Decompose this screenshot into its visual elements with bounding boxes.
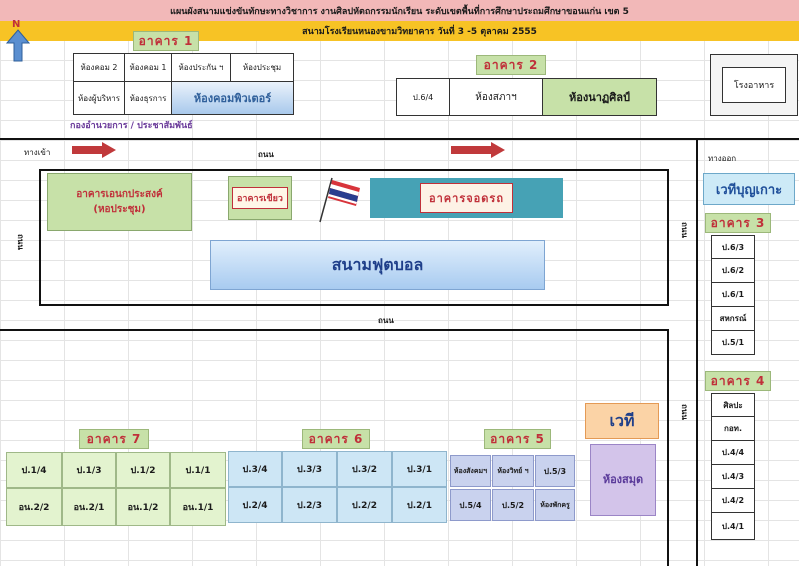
canteen-box: โรงอาหาร — [710, 54, 798, 116]
room-p5-2: ป.5/2 — [492, 489, 534, 521]
north-arrow-icon — [6, 29, 30, 62]
room-p6-2: ป.6/2 — [711, 258, 755, 283]
building-3-tag: อาคาร 3 — [705, 213, 771, 233]
room-k2-1: อน.2/1 — [62, 488, 116, 526]
room-computer-1: ห้องคอม 1 — [124, 53, 172, 82]
football-field: สนามฟุตบอล — [210, 240, 545, 290]
room-k2-2: อน.2/2 — [6, 488, 62, 526]
building-2-tag: อาคาร 2 — [476, 55, 546, 75]
road-line-right — [696, 138, 698, 566]
lower-area-right-border — [667, 329, 669, 566]
room-p6-3: ป.6/3 — [711, 235, 755, 259]
building-1: ห้องคอม 2 ห้องคอม 1 ห้องประกัน ฯ ห้องประ… — [73, 53, 294, 115]
building-2: ป.6/4 ห้องสภาฯ ห้องนาฏศิลป์ — [396, 78, 657, 116]
room-p2-3: ป.2/3 — [282, 487, 337, 523]
room-admin: ห้องธุรการ — [124, 81, 172, 115]
road-label-right-1: ถนน — [680, 222, 689, 238]
room-p6-1: ป.6/1 — [711, 282, 755, 307]
room-p3-3: ป.3/3 — [282, 451, 337, 487]
room-k1-1: อน.1/1 — [170, 488, 226, 526]
entrance-label: ทางเข้า — [24, 148, 51, 157]
room-p3-4: ป.3/4 — [228, 451, 282, 487]
room-p1-1: ป.1/1 — [170, 452, 226, 488]
multipurpose-hall: อาคารเอนกประสงค์ (หอประชุม) — [47, 173, 192, 231]
road-label-left: ถนน — [16, 234, 25, 250]
road-arrow-icon — [451, 142, 505, 158]
building-5-tag: อาคาร 5 — [484, 429, 551, 449]
thai-flag-icon — [319, 177, 360, 223]
title-line-2: สนามโรงเรียนหนองขามวิทยาคาร วันที่ 3 -5 … — [0, 21, 799, 41]
library: ห้องสมุด — [590, 444, 656, 516]
room-teachers: ห้องพักครู — [535, 489, 575, 521]
room-executive: ห้องผู้บริหาร — [73, 81, 125, 115]
room-art: ศิลปะ — [711, 393, 755, 417]
room-p2-1: ป.2/1 — [392, 487, 447, 523]
title-line-1: แผนผังสนามแข่งขันทักษะทางวิชาการ งานศิลป… — [0, 0, 799, 21]
room-career: กอท. — [711, 416, 755, 441]
room-social: ห้องสังคมฯ — [450, 455, 491, 487]
entrance-arrow-icon — [72, 142, 116, 158]
road-label-mid: ถนน — [378, 316, 394, 325]
room-p5-4: ป.5/4 — [450, 489, 491, 521]
room-quality-assurance: ห้องประกัน ฯ — [171, 53, 231, 82]
north-compass: N — [6, 19, 30, 63]
exit-label: ทางออก — [708, 154, 737, 163]
room-p3-1: ป.3/1 — [392, 451, 447, 487]
room-science: ห้องวิทย์ ฯ — [492, 455, 534, 487]
building-6-tag: อาคาร 6 — [302, 429, 370, 449]
road-label-right-2: ถนน — [680, 404, 689, 420]
road-label-top: ถนน — [258, 150, 274, 159]
room-meeting: ห้องประชุม — [230, 53, 294, 82]
room-p5-3: ป.5/3 — [535, 455, 575, 487]
parking-building: อาคารจอดรถ — [420, 183, 513, 213]
parking-box: อาคารจอดรถ — [370, 178, 563, 218]
room-k1-2: อน.1/2 — [116, 488, 170, 526]
stage: เวที — [585, 403, 659, 439]
green-building: อาคารเขียว — [232, 187, 288, 209]
building-4-tag: อาคาร 4 — [705, 371, 771, 391]
room-p4-1: ป.4/1 — [711, 512, 755, 540]
field-area — [39, 169, 669, 306]
room-p1-2: ป.1/2 — [116, 452, 170, 488]
room-p4-3: ป.4/3 — [711, 464, 755, 489]
building-1-tag: อาคาร 1 — [133, 31, 199, 51]
road-line-top — [0, 138, 799, 140]
room-p2-2: ป.2/2 — [337, 487, 392, 523]
office-label: กองอำนวยการ / ประชาสัมพันธ์ — [70, 121, 193, 131]
building-7-tag: อาคาร 7 — [79, 429, 149, 449]
room-computer-lab: ห้องคอมพิวเตอร์ — [171, 81, 294, 115]
north-letter: N — [12, 19, 21, 30]
room-council: ห้องสภาฯ — [449, 78, 543, 116]
stage-boonkoh: เวทีบุญเกาะ — [703, 173, 795, 205]
room-dance: ห้องนาฏศิลป์ — [542, 78, 657, 116]
room-computer-2: ห้องคอม 2 — [73, 53, 125, 82]
room-p5-1: ป.5/1 — [711, 330, 755, 355]
room-p1-4: ป.1/4 — [6, 452, 62, 488]
canteen: โรงอาหาร — [722, 67, 786, 103]
room-p6-4: ป.6/4 — [396, 78, 450, 116]
room-p4-4: ป.4/4 — [711, 440, 755, 465]
room-p1-3: ป.1/3 — [62, 452, 116, 488]
room-p2-4: ป.2/4 — [228, 487, 282, 523]
road-line-mid — [0, 329, 668, 331]
green-building-box: อาคารเขียว — [228, 176, 292, 220]
room-p3-2: ป.3/2 — [337, 451, 392, 487]
room-p4-2: ป.4/2 — [711, 488, 755, 513]
room-coop: สหกรณ์ — [711, 306, 755, 331]
